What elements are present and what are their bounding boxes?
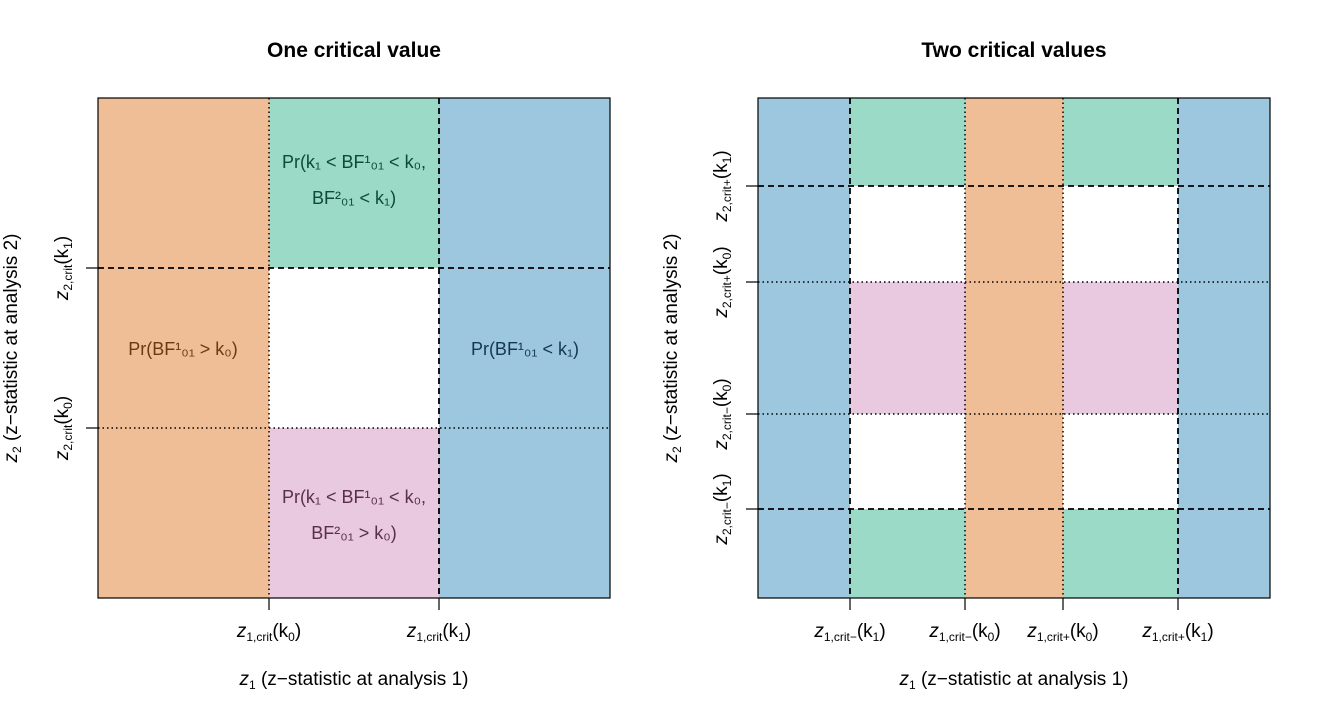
- right-region-continue-efficacy-top-left: [850, 98, 965, 186]
- right-region-undecided-upper-right: [1063, 186, 1178, 282]
- right-region-continue-efficacy-bottom-left: [850, 509, 965, 598]
- left-region-continue-futility: [269, 428, 439, 598]
- left-x-tick-label: z1,crit(k1): [406, 621, 471, 644]
- right-x-tick-label: z1,crit−(k1): [813, 621, 885, 644]
- left-panel-title: One critical value: [267, 39, 441, 62]
- right-x-axis-label: z1 (z−statistic at analysis 1): [899, 669, 1129, 692]
- right-region-undecided-upper-left: [850, 186, 965, 282]
- left-region-stop-efficacy: [439, 98, 610, 598]
- right-plot-frame: [757, 97, 1271, 599]
- left-y-tick-label: z2,crit(k1): [52, 236, 75, 301]
- left-region-continue-undecided: [269, 268, 439, 428]
- right-panel-title: Two critical values: [921, 39, 1106, 62]
- left-y-tick-label: z2,crit(k0): [52, 396, 75, 461]
- left-plot-frame: [97, 97, 611, 599]
- left-region-label-continue-efficacy-line1: Pr(k₁ < BF¹₀₁ < k₀,: [282, 152, 426, 172]
- right-y-tick-label: z2,crit+(k1): [711, 150, 734, 222]
- right-region-continue-futility-left: [850, 282, 965, 414]
- right-panel: Two critical values: [661, 39, 1271, 692]
- left-region-continue-efficacy: [269, 98, 439, 268]
- right-region-continue-efficacy-top-right: [1063, 98, 1178, 186]
- left-region-stop-futility: [98, 98, 269, 598]
- left-region-label-continue-futility-line1: Pr(k₁ < BF¹₀₁ < k₀,: [282, 487, 426, 507]
- left-panel: One critical value z1,crit(k0) z1,crit(k…: [1, 39, 611, 692]
- right-region-continue-efficacy-bottom-right: [1063, 509, 1178, 598]
- right-y-tick-label: z2,crit+(k0): [711, 246, 734, 318]
- right-region-undecided-lower-left: [850, 414, 965, 509]
- right-region-stop-efficacy-right: [1178, 98, 1270, 598]
- left-region-label-continue-futility-line2: BF²₀₁ > k₀): [311, 523, 397, 543]
- right-region-undecided-lower-right: [1063, 414, 1178, 509]
- right-x-tick-label: z1,crit−(k0): [928, 621, 1000, 644]
- left-x-tick-label: z1,crit(k0): [236, 621, 301, 644]
- left-x-axis-label: z1 (z−statistic at analysis 1): [239, 669, 469, 692]
- right-y-axis-label: z2 (z−statistic at analysis 2): [661, 234, 684, 464]
- right-y-tick-label: z2,crit−(k1): [711, 473, 734, 545]
- left-y-axis-label: z2 (z−statistic at analysis 2): [1, 234, 24, 464]
- right-x-tick-label: z1,crit+(k0): [1026, 621, 1098, 644]
- left-region-label-continue-efficacy-line2: BF²₀₁ < k₁): [312, 188, 396, 208]
- right-x-tick-label: z1,crit+(k1): [1141, 621, 1213, 644]
- right-region-stop-efficacy-left: [758, 98, 850, 598]
- right-y-tick-label: z2,crit−(k0): [711, 378, 734, 450]
- right-region-stop-futility: [965, 98, 1063, 598]
- left-region-label-stop-futility: Pr(BF¹₀₁ > k₀): [128, 339, 238, 359]
- right-region-continue-futility-right: [1063, 282, 1178, 414]
- left-region-label-stop-efficacy: Pr(BF¹₀₁ < k₁): [471, 339, 579, 359]
